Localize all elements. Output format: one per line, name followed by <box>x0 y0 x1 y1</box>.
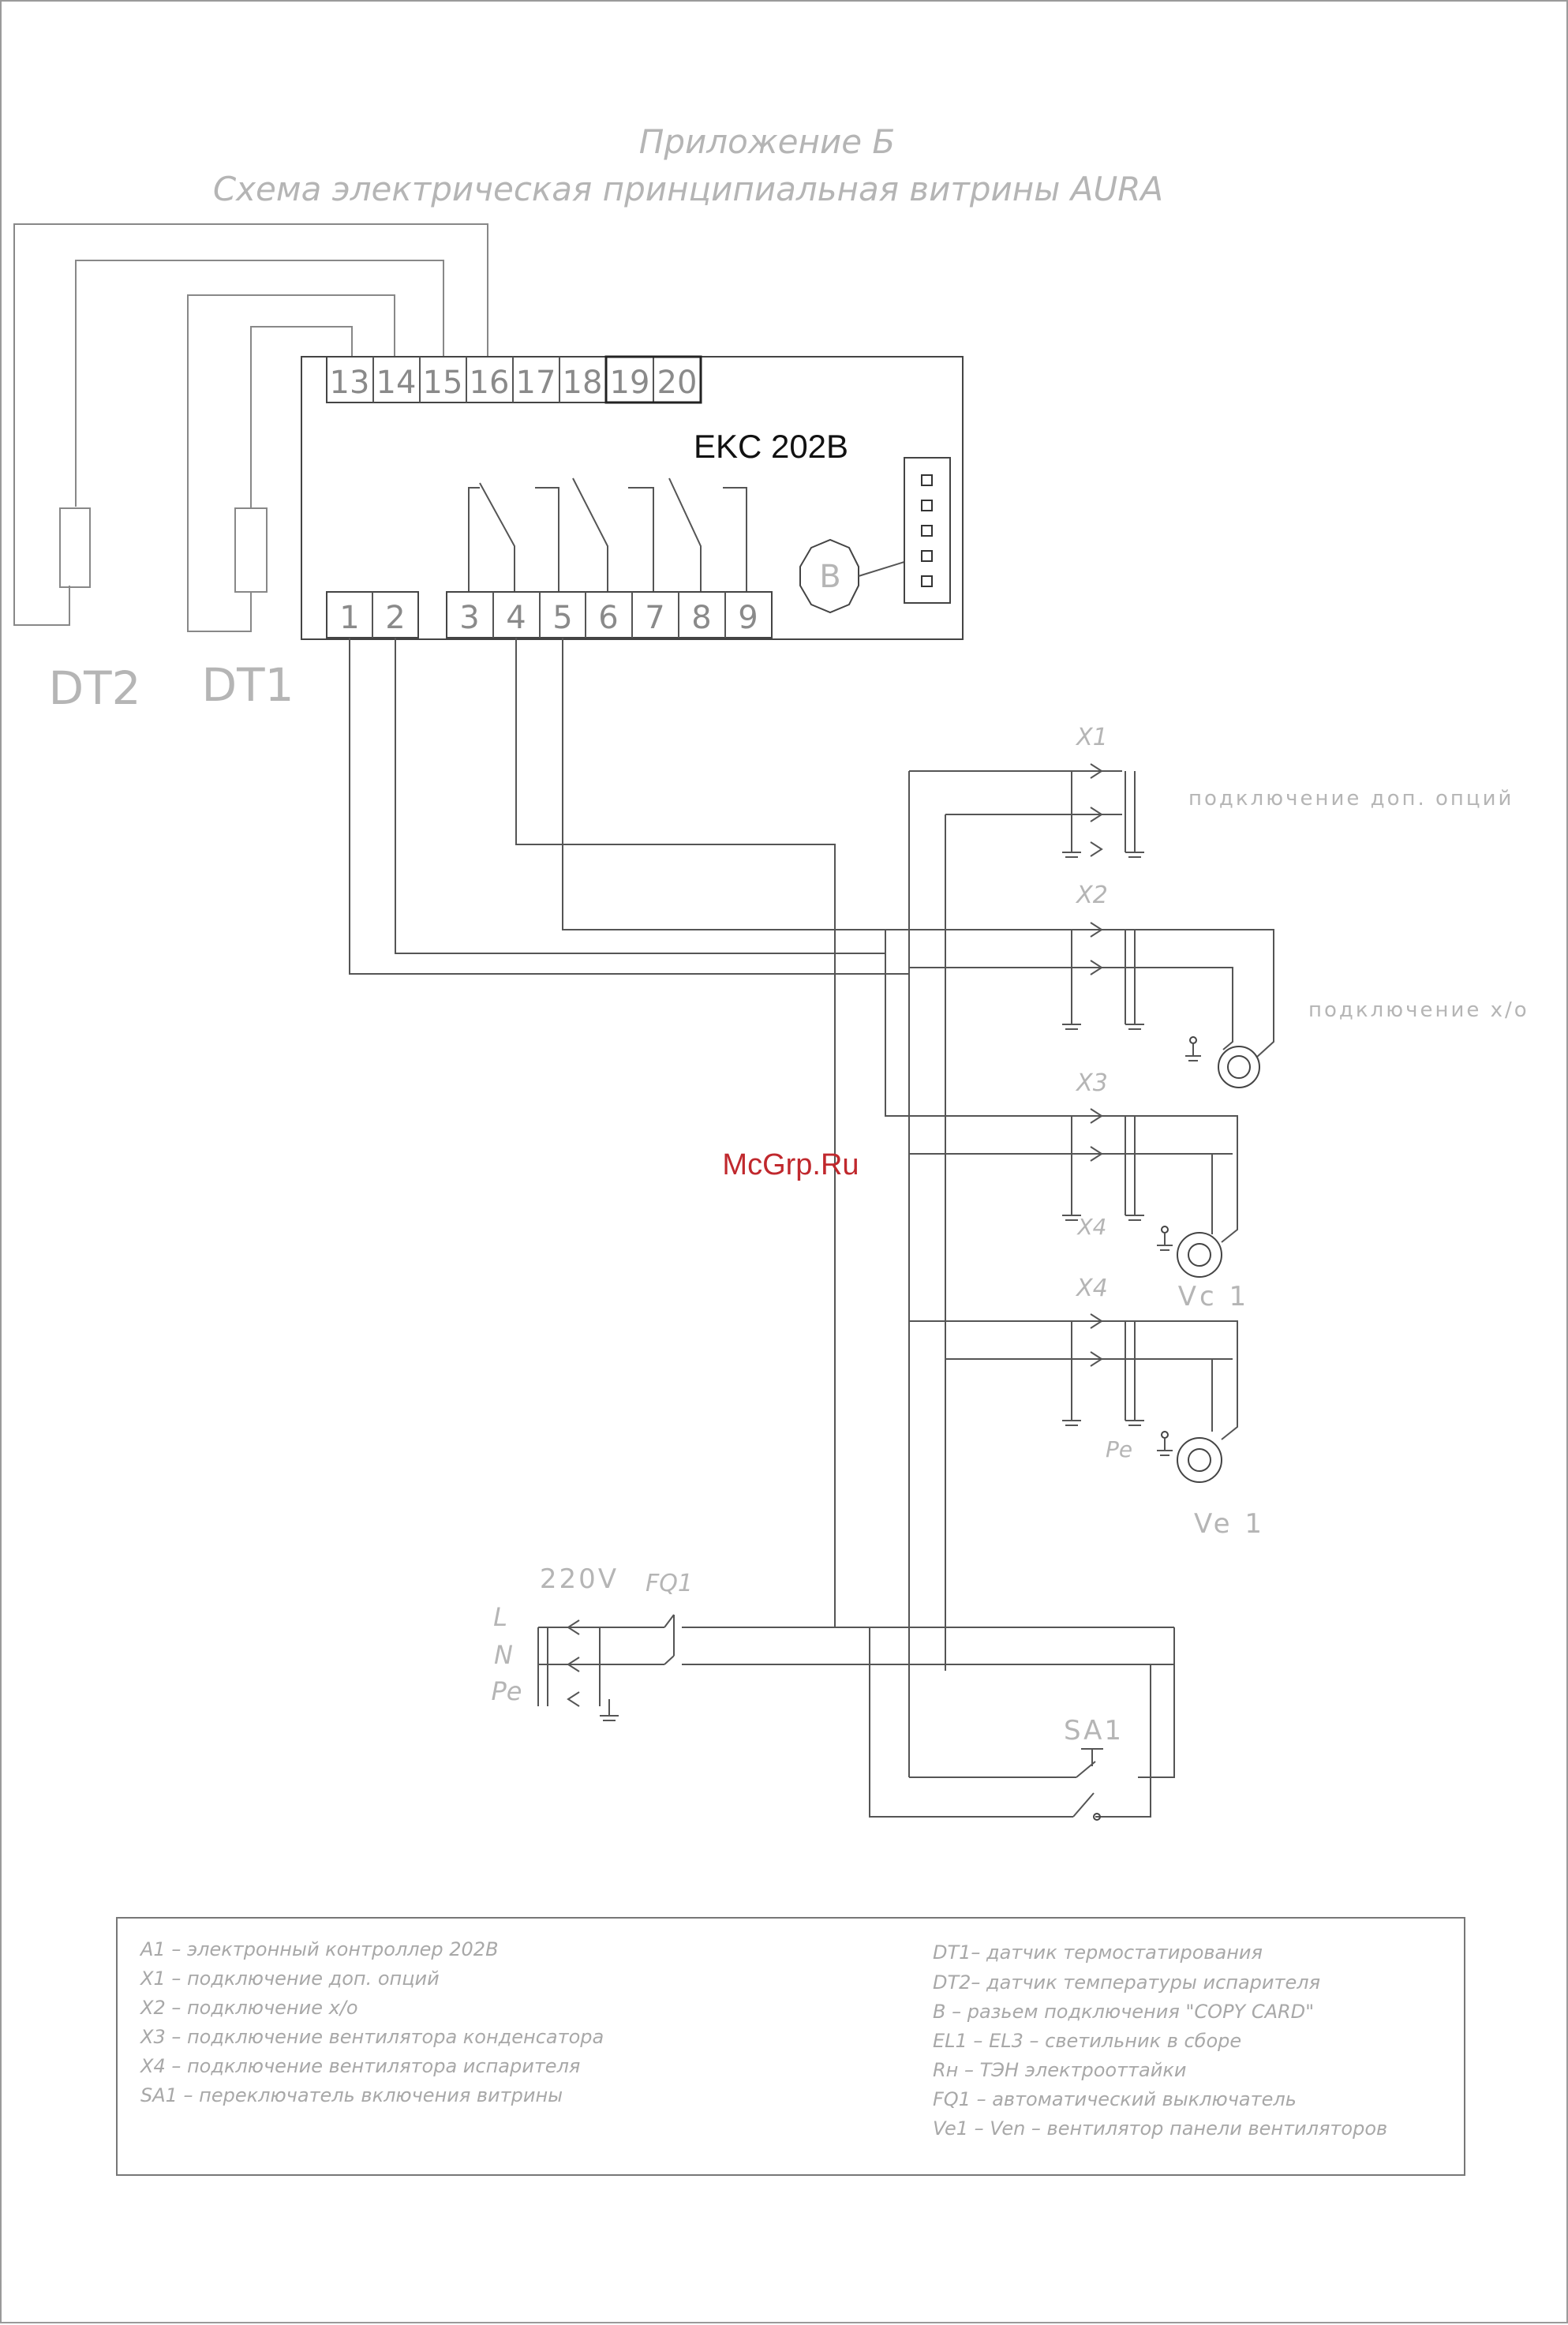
x2-device-icon <box>1185 1036 1260 1088</box>
terminal-20: 20 <box>657 365 698 401</box>
n-label: N <box>494 1640 513 1670</box>
sensor-wiring <box>13 223 488 632</box>
dt1-label: DT1 <box>202 658 294 712</box>
terminal-14: 14 <box>376 365 417 401</box>
controller-output-wiring <box>349 638 1272 1777</box>
copy-card-label: B <box>819 559 840 595</box>
terminal-9: 9 <box>738 600 758 636</box>
legend-item: Ve1 – Ven – вентилятор панели вентилятор… <box>933 2117 1387 2140</box>
terminal-13: 13 <box>330 365 370 401</box>
legend-item: Rн – ТЭН электрооттайки <box>933 2059 1186 2081</box>
terminal-4: 4 <box>506 600 526 636</box>
voltage-label: 220V <box>540 1563 619 1595</box>
dt2-label: DT2 <box>49 661 141 715</box>
ve1-fan-icon <box>1157 1431 1222 1483</box>
legend-item: X1 – подключение доп. опций <box>139 1967 440 1990</box>
legend-right: DT1– датчик термостатирования DT2– датчи… <box>933 1941 1387 2140</box>
x2-note: подключение х/о <box>1308 998 1529 1022</box>
x3-connector <box>1062 1108 1238 1243</box>
dt2-sensor-resistor <box>59 507 91 588</box>
legend-item: X3 – подключение вентилятора конденсатор… <box>139 2026 604 2048</box>
legend-left: A1 – электронный контроллер 202B X1 – по… <box>139 1938 604 2106</box>
appendix-label: Приложение Б <box>639 122 896 161</box>
power-input <box>537 1614 1175 1818</box>
legend-item: SA1 – переключатель включения витрины <box>140 2084 563 2106</box>
sa1-label: SA1 <box>1064 1715 1124 1747</box>
pe-label: Pe <box>492 1676 522 1706</box>
terminal-19: 19 <box>610 365 650 401</box>
terminal-15: 15 <box>423 365 463 401</box>
copy-card-pins <box>921 474 933 587</box>
legend-item: EL1 – EL3 – светильник в сборе <box>933 2030 1241 2052</box>
terminal-17: 17 <box>516 365 556 401</box>
copy-card-connector-icon <box>799 538 859 614</box>
x1-label: X1 <box>1075 724 1108 751</box>
terminal-16: 16 <box>470 365 510 401</box>
x4-connector <box>1062 1313 1238 1440</box>
top-terminal-strip <box>326 355 702 404</box>
x4-lower-label: X4 <box>1076 1214 1107 1240</box>
copy-card-socket <box>904 457 951 604</box>
l-label: L <box>493 1602 507 1632</box>
fq1-label: FQ1 <box>646 1570 693 1597</box>
dt1-sensor-resistor <box>234 507 268 593</box>
ve1-label: Ve 1 <box>1194 1508 1265 1540</box>
legend-item: X4 – подключение вентилятора испарителя <box>139 2055 580 2077</box>
watermark: McGrp.Ru <box>722 1148 859 1181</box>
legend-item: A1 – электронный контроллер 202B <box>139 1938 499 1960</box>
x1-connector <box>1062 763 1144 858</box>
legend-item: B – разьем подключения "COPY CARD" <box>933 2001 1314 2023</box>
controller-model: EKC 202B <box>694 428 848 465</box>
x3-label: X3 <box>1075 1069 1108 1097</box>
x4-label: X4 <box>1075 1275 1108 1302</box>
x4-pe-label: Pe <box>1106 1436 1132 1462</box>
legend-box <box>116 1917 1465 2176</box>
x2-label: X2 <box>1075 882 1108 909</box>
x1-note: подключение доп. опций <box>1188 787 1514 811</box>
terminal-18: 18 <box>563 365 603 401</box>
terminal-5: 5 <box>552 600 572 636</box>
sa1-switch <box>1072 1748 1103 1821</box>
legend-item: FQ1 – автоматический выключатель <box>933 2088 1297 2110</box>
x2-connector <box>1062 922 1274 1058</box>
legend-item: DT2– датчик температуры испарителя <box>933 1971 1320 1994</box>
vc1-label: Vc 1 <box>1178 1281 1249 1312</box>
terminal-3: 3 <box>459 600 479 636</box>
vc1-fan-icon <box>1157 1226 1222 1278</box>
relay-contacts <box>468 477 747 592</box>
terminal-7: 7 <box>645 600 664 636</box>
legend-item: DT1– датчик термостатирования <box>933 1941 1263 1964</box>
terminal-6: 6 <box>598 600 618 636</box>
diagram-title: Схема электрическая принципиальная витри… <box>213 170 1163 208</box>
terminal-2: 2 <box>385 600 405 636</box>
terminal-1: 1 <box>339 600 359 636</box>
terminal-8: 8 <box>691 600 711 636</box>
legend-item: X2 – подключение х/о <box>139 1997 358 2019</box>
bottom-terminal-strip <box>326 591 773 638</box>
